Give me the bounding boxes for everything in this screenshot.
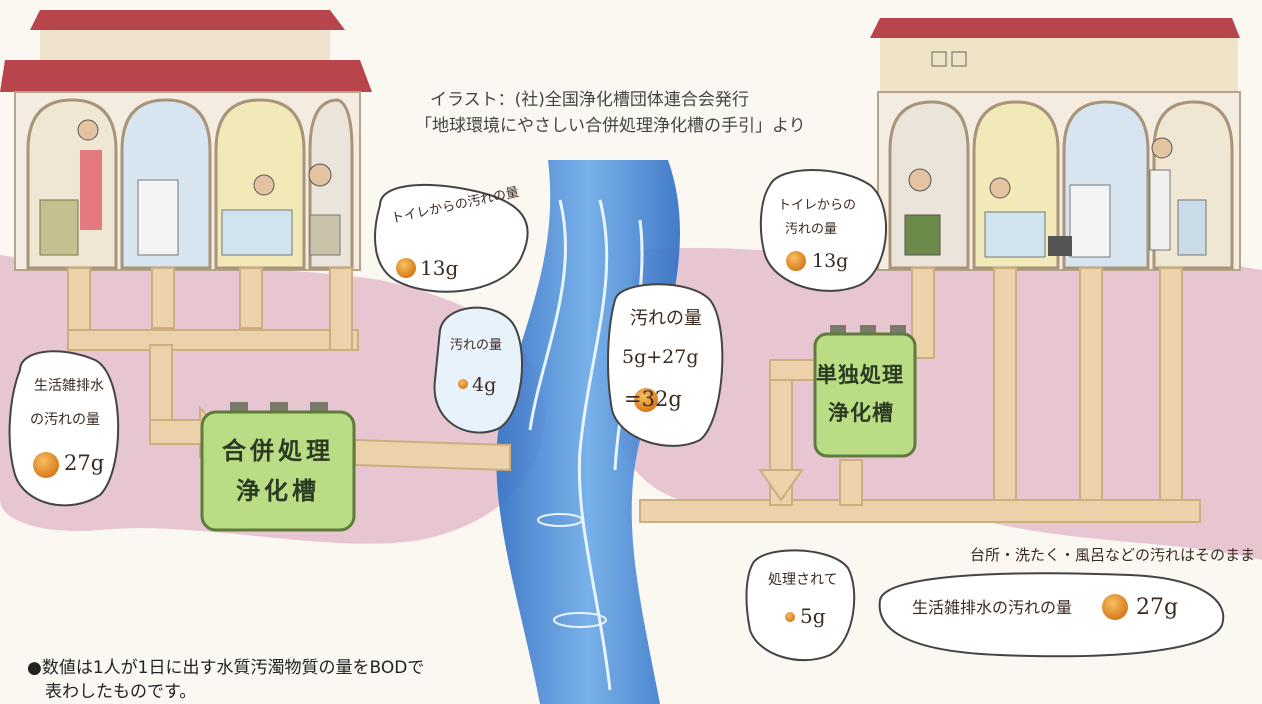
right-pipes	[639, 267, 1201, 523]
right-gray-bubble-shape	[878, 572, 1225, 658]
right-tank-label-1: 単独処理	[816, 362, 904, 387]
credit-line-1: イラスト：(社)全国浄化槽団体連合会発行	[430, 90, 749, 110]
left-tank-shape	[200, 402, 356, 532]
right-toilet-value: 13g	[812, 250, 849, 272]
right-treated-value: 5g	[800, 604, 826, 628]
left-outflow-bubble-shape	[433, 306, 523, 434]
right-gray-label: 生活雑排水の汚れの量	[912, 598, 1073, 617]
footnote-line-2: 表わしたものです。	[45, 682, 197, 702]
left-outflow-value: 4g	[472, 374, 497, 396]
right-toilet-label-2: 汚れの量	[785, 222, 838, 237]
left-gray-label-1: 生活雑排水	[34, 378, 104, 394]
left-toilet-value: 13g	[420, 256, 459, 280]
right-toilet-label-1: トイレからの	[778, 198, 857, 213]
right-treated-bubble-shape	[745, 549, 856, 662]
right-gray-note: 台所・洗たく・風呂などの汚れはそのまま	[970, 546, 1256, 564]
right-tank-shape	[813, 325, 917, 458]
left-house	[0, 10, 372, 271]
left-outflow-label: 汚れの量	[450, 338, 503, 353]
left-tank-label-1: 合併処理	[222, 436, 334, 465]
right-total-label: 汚れの量	[630, 308, 702, 329]
right-total-sum: 5g+27g	[622, 346, 699, 368]
left-gray-value: 27g	[64, 451, 105, 475]
right-house	[870, 18, 1241, 271]
left-gray-label-2: の汚れの量	[30, 412, 100, 428]
footnote-line-1: ●数値は1人が1日に出す水質汚濁物質の量をBODで	[27, 658, 425, 678]
left-pipes	[67, 267, 511, 472]
right-tank-label-2: 浄化槽	[828, 400, 894, 425]
left-tank-label-2: 浄化槽	[236, 476, 320, 505]
right-treated-label: 処理されて	[768, 572, 838, 588]
right-total-value: =32g	[624, 387, 682, 411]
credit-line-2: 「地球環境にやさしい合併処理浄化槽の手引」より	[415, 116, 806, 136]
pollution-dots	[33, 251, 1128, 622]
right-gray-value: 27g	[1136, 595, 1179, 620]
